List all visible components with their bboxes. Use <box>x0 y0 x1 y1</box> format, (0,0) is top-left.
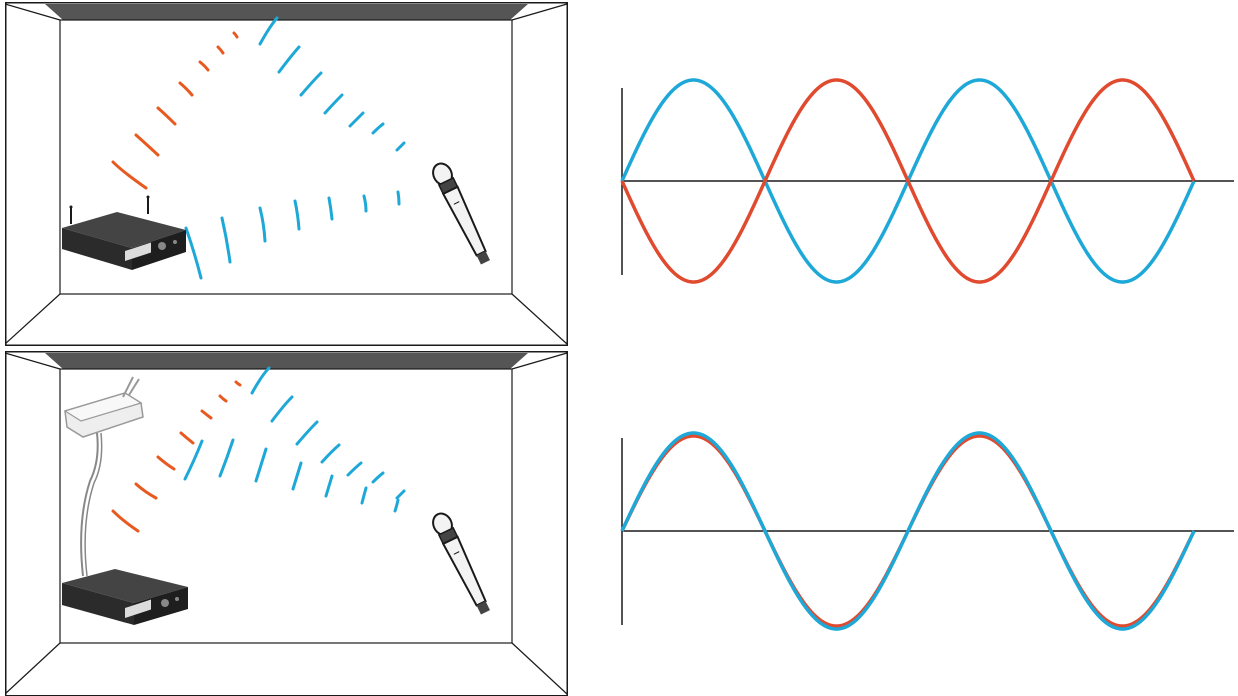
receiver-icon <box>62 195 186 270</box>
series-line-red <box>620 78 1196 284</box>
waveform-chart <box>620 431 1234 631</box>
room-illustration <box>5 2 568 346</box>
ceiling-light <box>45 353 528 369</box>
direct-wave-blue <box>184 16 406 280</box>
reflected-wave-orange <box>111 380 242 533</box>
series-line-blue <box>620 431 1196 631</box>
waveform-chart <box>620 78 1234 284</box>
reflected-wave-orange <box>111 31 239 190</box>
receiver-icon <box>62 569 188 625</box>
direct-wave-blue <box>183 366 406 513</box>
waveform-plot-in-phase <box>600 420 1238 650</box>
waveform-plot-out-of-phase <box>600 70 1238 290</box>
remote-antenna-icon <box>63 376 144 577</box>
room-scene-direct <box>5 2 568 346</box>
room-perspective-lines <box>5 352 568 695</box>
microphone-icon <box>432 512 490 615</box>
room-illustration <box>5 351 568 696</box>
room-perspective-lines <box>5 3 568 345</box>
room-scene-remote-antenna <box>5 351 568 696</box>
microphone-icon <box>432 162 490 265</box>
ceiling-light <box>45 4 528 20</box>
